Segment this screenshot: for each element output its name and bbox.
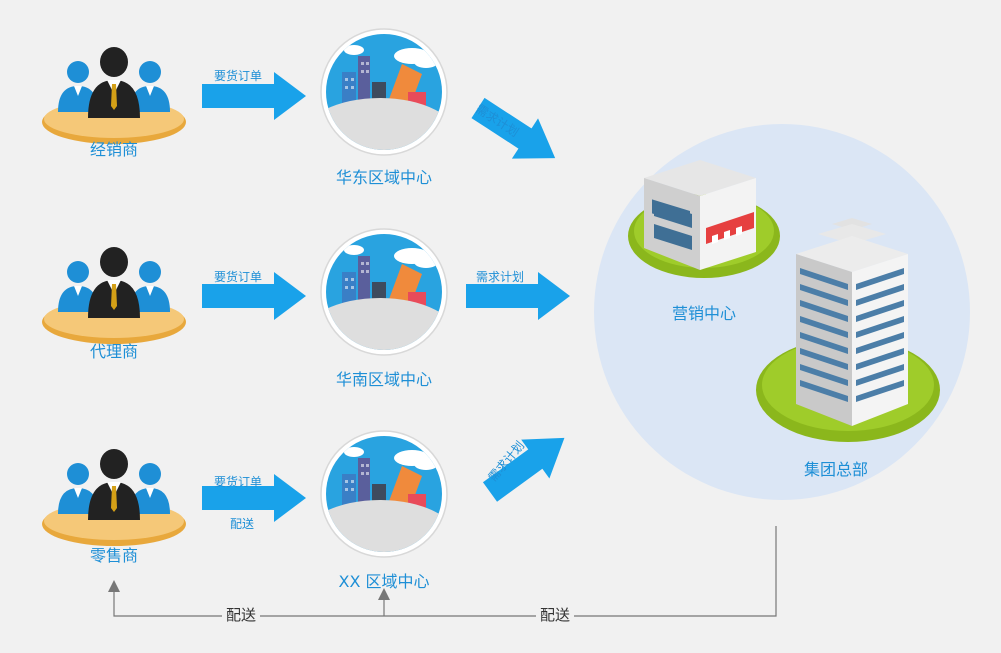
order-arrow-2 <box>202 272 306 320</box>
retailer-icon <box>42 449 186 546</box>
delivery-flow-line <box>108 526 777 617</box>
marketing-center-building <box>628 160 780 278</box>
order-arrow-1 <box>202 72 306 120</box>
actor-label-agent: 代理商 <box>89 342 138 361</box>
south-region-city-icon <box>302 229 458 378</box>
plan-arrow-2-label: 需求计划 <box>476 270 525 284</box>
region-label-east: 华东区域中心 <box>335 168 432 187</box>
dealer-icon <box>42 47 186 144</box>
region-label-south: 华南区域中心 <box>335 370 432 389</box>
order-arrow-3-label: 要货订单 <box>214 475 263 489</box>
east-region-city-icon <box>302 29 458 178</box>
actor-label-retailer: 零售商 <box>89 546 138 565</box>
order-arrow-3 <box>202 474 306 522</box>
xx-region-city-icon <box>302 431 458 580</box>
agent-icon <box>42 247 186 344</box>
group-hq-label: 集团总部 <box>803 460 868 479</box>
group-hq-building <box>756 218 940 442</box>
marketing-center-label: 营销中心 <box>671 304 736 323</box>
delivery-arrow-label: 配送 <box>230 517 255 531</box>
actor-label-dealer: 经销商 <box>89 140 138 159</box>
bottom-delivery-label-left: 配送 <box>222 604 261 625</box>
bottom-delivery-label-right: 配送 <box>536 604 575 625</box>
plan-arrow-3 <box>482 437 565 502</box>
region-label-xx: XX 区域中心 <box>338 572 430 591</box>
order-arrow-2-label: 要货订单 <box>214 270 263 284</box>
plan-arrow-1 <box>471 97 556 159</box>
plan-arrow-2 <box>466 272 570 320</box>
order-arrow-1-label: 要货订单 <box>214 69 263 83</box>
